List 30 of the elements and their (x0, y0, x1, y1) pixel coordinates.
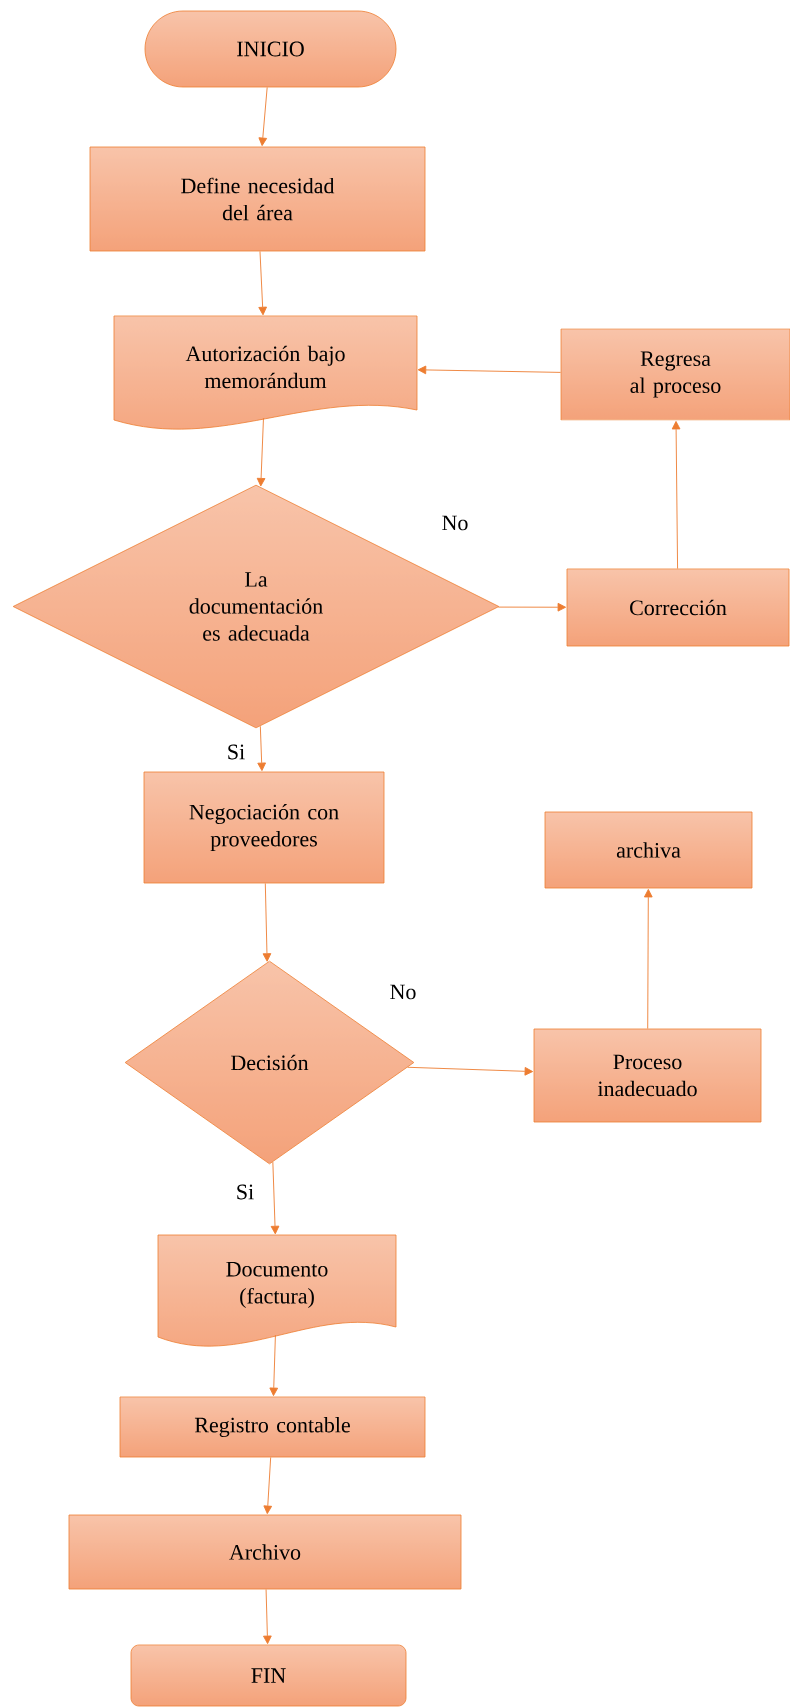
arrow (407, 1066, 534, 1076)
terminal-box: INICIO (144, 10, 397, 88)
edge-label: No (388, 983, 418, 1001)
arrow (256, 417, 266, 487)
process-box: Regresa al proceso (560, 328, 790, 421)
arrow (262, 882, 272, 962)
arrow (258, 86, 268, 147)
process-box: Corrección (566, 568, 790, 647)
arrow (417, 365, 562, 375)
arrow (257, 725, 266, 772)
process-box: archiva (544, 811, 753, 889)
arrow (671, 420, 681, 570)
process-box: Proceso inadecuado (533, 1028, 762, 1123)
terminal-box: FIN (130, 1644, 407, 1707)
arrow (269, 1334, 279, 1397)
process-box: Negociación con proveedores (143, 771, 385, 884)
process-box: Archivo (68, 1514, 462, 1590)
edge-label: Si (225, 743, 247, 761)
edge-label: No (440, 514, 470, 532)
process-box: Registro contable (119, 1396, 426, 1458)
arrow (497, 602, 567, 612)
process-box: Define necesidad del área (89, 146, 426, 252)
document-box: Autorización bajo memorándum (113, 315, 418, 430)
arrow (263, 1456, 273, 1515)
edge-label: Si (234, 1183, 256, 1201)
arrow (643, 888, 653, 1030)
document-box: Documento (factura) (157, 1234, 397, 1347)
arrow (270, 1161, 280, 1235)
arrow (258, 250, 267, 316)
arrow (263, 1588, 272, 1645)
